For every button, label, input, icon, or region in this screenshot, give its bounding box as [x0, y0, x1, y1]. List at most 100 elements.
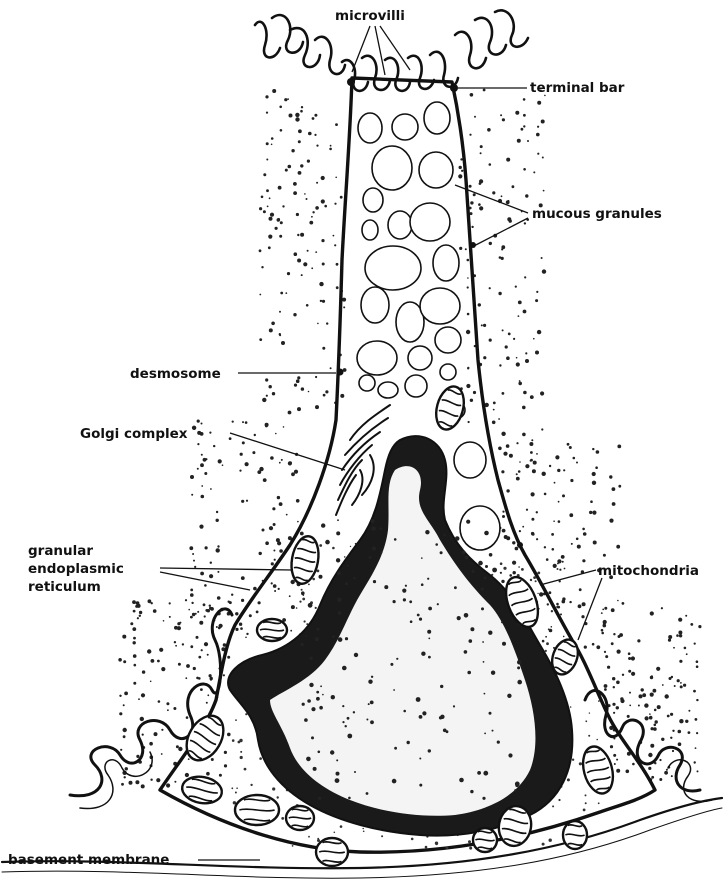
chromatin-fleck — [470, 790, 473, 793]
chromatin-fleck — [337, 519, 339, 521]
stipple-dot — [272, 392, 275, 395]
mucous-granule — [363, 188, 383, 212]
chromatin-fleck — [483, 661, 485, 663]
stipple-dot — [502, 329, 504, 331]
stipple-dot — [185, 677, 187, 679]
chromatin-fleck — [482, 641, 484, 643]
stipple-dot — [506, 356, 510, 360]
stipple-dot — [537, 330, 541, 334]
chromatin-fleck — [421, 652, 425, 656]
stipple-dot — [300, 164, 303, 167]
stipple-dot — [340, 394, 344, 398]
cytoplasm-dot — [350, 546, 351, 547]
stipple-dot — [672, 750, 674, 752]
stipple-dot — [271, 322, 275, 326]
stipple-dot — [150, 779, 152, 781]
stipple-dot — [604, 688, 607, 691]
stipple-dot — [124, 776, 126, 778]
stipple-dot — [132, 627, 136, 631]
stipple-dot — [467, 286, 469, 288]
stipple-dot — [612, 502, 616, 506]
stipple-dot — [200, 572, 204, 576]
cytoplasm-dot — [425, 846, 428, 849]
stipple-dot — [287, 98, 289, 100]
stipple-dot — [531, 492, 535, 496]
stipple-dot — [467, 367, 469, 369]
mucous-granule — [419, 152, 453, 188]
stipple-dot — [259, 338, 262, 341]
chromatin-fleck — [419, 784, 422, 787]
stipple-dot — [312, 117, 315, 120]
label-mucous-granules-text: mucous granules — [532, 206, 662, 222]
stipple-dot — [176, 745, 179, 748]
chromatin-fleck — [316, 697, 320, 701]
chromatin-fleck — [348, 797, 351, 800]
stipple-dot — [136, 601, 140, 605]
chromatin-fleck — [393, 600, 396, 603]
stipple-dot — [206, 702, 208, 704]
stipple-dot — [286, 514, 288, 516]
stipple-dot — [631, 672, 635, 676]
stipple-dot — [545, 636, 547, 638]
mucous-granule — [362, 220, 378, 240]
stipple-dot — [280, 129, 283, 132]
stipple-dot — [696, 732, 698, 734]
stipple-dot — [209, 432, 211, 434]
stipple-dot — [272, 507, 275, 510]
stipple-dot — [657, 705, 661, 709]
stipple-dot — [279, 311, 281, 313]
stipple-dot — [263, 210, 266, 213]
chromatin-fleck — [321, 523, 325, 527]
chromatin-fleck — [457, 616, 461, 620]
stipple-dot — [524, 222, 526, 224]
stipple-dot — [613, 712, 615, 714]
mitochondrion — [180, 774, 224, 807]
stipple-dot — [544, 493, 547, 496]
stipple-dot — [149, 742, 153, 746]
chromatin-fleck — [394, 747, 397, 750]
mitochondrion — [432, 383, 469, 432]
stipple-dot — [688, 731, 691, 734]
stipple-dot — [616, 759, 618, 761]
stipple-dot — [541, 428, 543, 430]
stipple-dot — [289, 114, 293, 118]
stipple-dot — [218, 459, 222, 463]
chromatin-fleck — [372, 546, 376, 550]
stipple-dot — [232, 421, 234, 423]
stipple-dot — [315, 376, 317, 378]
mucous-granule — [358, 113, 382, 143]
stipple-dot — [330, 367, 332, 369]
cytoplasm-dot — [277, 796, 279, 798]
chromatin-fleck — [373, 580, 376, 583]
stipple-dot — [596, 450, 600, 454]
chromatin-fleck — [409, 600, 412, 603]
stipple-dot — [618, 485, 621, 488]
stipple-dot — [193, 560, 195, 562]
stipple-dot — [541, 120, 545, 124]
stipple-dot — [611, 642, 614, 645]
stipple-dot — [664, 771, 668, 775]
stipple-dot — [227, 656, 230, 659]
stipple-dot — [197, 420, 200, 423]
stipple-dot — [150, 681, 152, 683]
stipple-dot — [178, 663, 181, 666]
chromatin-fleck — [331, 695, 335, 699]
stipple-dot — [197, 468, 199, 470]
stipple-dot — [512, 541, 515, 544]
stipple-dot — [542, 472, 546, 476]
stipple-dot — [558, 501, 560, 503]
stipple-dot — [123, 704, 125, 706]
stipple-dot — [669, 677, 672, 680]
stipple-dot — [489, 339, 492, 342]
stipple-dot — [525, 194, 528, 197]
stipple-dot — [493, 409, 495, 411]
stipple-dot — [610, 745, 613, 748]
stipple-dot — [259, 207, 262, 210]
stipple-dot — [192, 613, 195, 616]
stipple-dot — [277, 496, 280, 499]
chromatin-fleck — [419, 618, 422, 621]
stipple-dot — [466, 330, 470, 334]
stipple-dot — [269, 385, 272, 388]
stipple-dot — [288, 411, 292, 415]
stipple-dot — [622, 602, 625, 605]
